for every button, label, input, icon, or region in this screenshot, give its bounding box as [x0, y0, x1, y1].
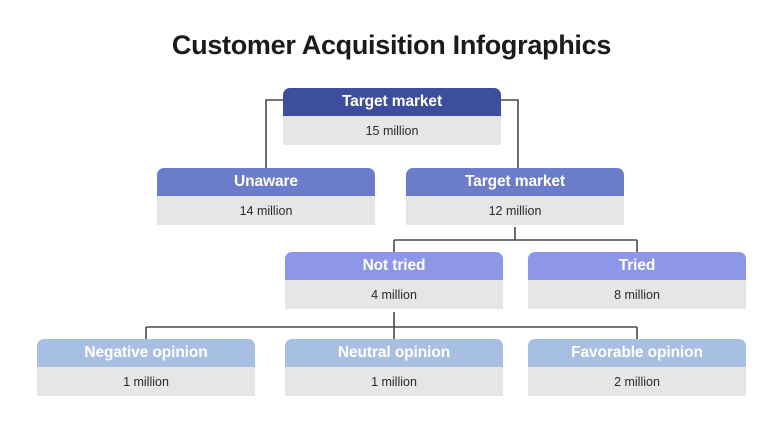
node-target-market-root[interactable]: Target market 15 million — [283, 88, 501, 145]
node-value: 14 million — [157, 196, 375, 225]
node-label: Target market — [283, 88, 501, 116]
node-value: 1 million — [37, 367, 255, 396]
node-value: 2 million — [528, 367, 746, 396]
node-label: Negative opinion — [37, 339, 255, 367]
node-value: 1 million — [285, 367, 503, 396]
node-not-tried[interactable]: Not tried 4 million — [285, 252, 503, 309]
edge-root-unaware — [265, 99, 283, 168]
node-label: Not tried — [285, 252, 503, 280]
node-negative-opinion[interactable]: Negative opinion 1 million — [37, 339, 255, 396]
edge-root-target-market-2 — [501, 99, 519, 168]
node-label: Neutral opinion — [285, 339, 503, 367]
node-tried[interactable]: Tried 8 million — [528, 252, 746, 309]
node-unaware[interactable]: Unaware 14 million — [157, 168, 375, 225]
node-label: Unaware — [157, 168, 375, 196]
node-value: 15 million — [283, 116, 501, 145]
node-label: Favorable opinion — [528, 339, 746, 367]
node-favorable-opinion[interactable]: Favorable opinion 2 million — [528, 339, 746, 396]
node-label: Target market — [406, 168, 624, 196]
node-value: 12 million — [406, 196, 624, 225]
node-value: 8 million — [528, 280, 746, 309]
node-label: Tried — [528, 252, 746, 280]
node-target-market-level2[interactable]: Target market 12 million — [406, 168, 624, 225]
page-title: Customer Acquisition Infographics — [171, 30, 612, 60]
node-value: 4 million — [285, 280, 503, 309]
node-neutral-opinion[interactable]: Neutral opinion 1 million — [285, 339, 503, 396]
